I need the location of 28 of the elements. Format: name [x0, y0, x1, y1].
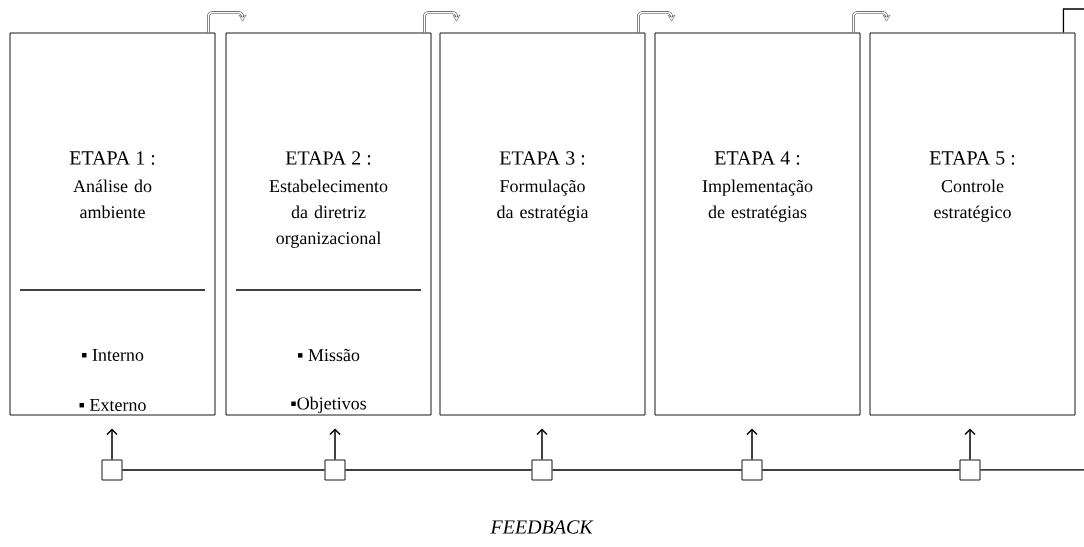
stage-box: ETAPA 5 : Controle estratégico	[869, 32, 1076, 416]
junction-square	[959, 459, 981, 481]
bullet-item: ▪ Externo	[79, 399, 146, 411]
feedback-line	[761, 469, 961, 471]
arrow	[746, 428, 758, 461]
arrow	[106, 428, 118, 461]
bullet-item: ▪Objetivos	[291, 396, 367, 414]
bullet-item: ▪ Interno	[82, 349, 144, 361]
curved-arrow	[852, 11, 891, 34]
junction-square	[324, 459, 346, 481]
bullet-item: ▪ Missão	[298, 348, 360, 362]
stage-box: ETAPA 3 : Formulação da estratégia	[439, 32, 646, 416]
arrow	[964, 428, 976, 461]
junction-square	[741, 459, 763, 481]
curved-arrow	[637, 11, 676, 34]
junction-square	[531, 459, 553, 481]
arrow	[536, 428, 548, 461]
feedback-line	[121, 469, 326, 471]
curved-arrow	[423, 11, 461, 34]
feedback-line	[1062, 8, 1084, 34]
feedback-line	[551, 469, 743, 471]
junction-square	[101, 459, 123, 481]
stage-box: ETAPA 4 : Implementação de estratégias	[654, 32, 861, 416]
curved-arrow	[207, 11, 247, 34]
feedback-label: FEEDBACK	[490, 520, 594, 534]
feedback-line	[979, 469, 1084, 471]
arrow	[329, 428, 341, 461]
feedback-line	[344, 469, 533, 471]
